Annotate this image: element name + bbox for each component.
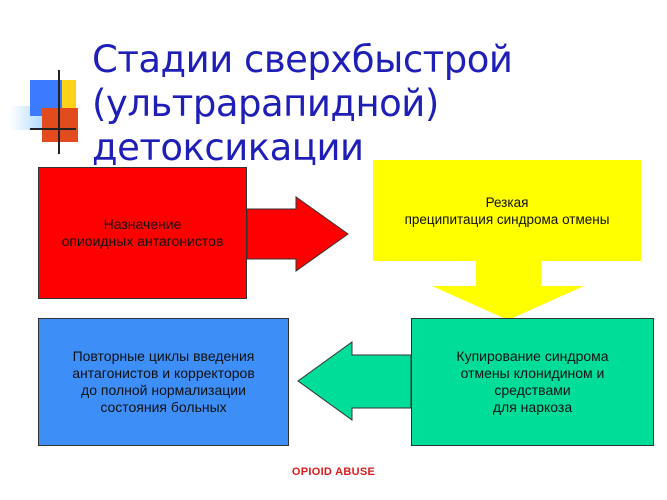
stage-4-line-3: до полной нормализации (81, 382, 246, 398)
stage-2-box: Резкая преципитация синдрома отмены (373, 160, 641, 261)
stage-3-line-1: Купирование синдрома (456, 348, 609, 364)
stage-3-line-2: отмены клонидином и (460, 365, 605, 381)
decor-horizontal-line (30, 128, 76, 130)
arrow-down (432, 261, 584, 320)
title-line-1: Стадии сверхбыстрой (92, 38, 513, 81)
stage-1-line-1: Назначение (103, 216, 182, 232)
stage-3-box: Купирование синдрома отмены клонидином и… (411, 318, 654, 446)
title-line-2: (ультрарапидной) детоксикации (92, 82, 439, 169)
stage-2-line-1: Резкая (485, 194, 529, 210)
stage-4-line-4: состояния больных (100, 399, 227, 415)
footer-label: OPIOID ABUSE (291, 466, 376, 478)
stage-2-line-2: преципитация синдрома отмены (404, 211, 610, 227)
stage-4-box: Повторные циклы введения антагонистов и … (38, 318, 289, 446)
decor-red-square (42, 108, 78, 142)
arrow-left (297, 341, 412, 421)
stage-3-line-4: для наркоза (492, 399, 573, 415)
stage-4-line-2: антагонистов и корректоров (72, 365, 255, 381)
stage-4-line-1: Повторные циклы введения (72, 348, 255, 364)
stage-1-line-2: опиоидных антагонистов (61, 233, 224, 249)
stage-3-line-3: средствами (494, 382, 571, 398)
slide-title: Стадии сверхбыстрой (ультрарапидной) дет… (92, 38, 652, 170)
decor-yellow-strip (62, 80, 76, 116)
stage-1-box: Назначение опиоидных антагонистов (38, 167, 247, 299)
decor-vertical-line (58, 70, 60, 154)
arrow-right (246, 196, 349, 272)
